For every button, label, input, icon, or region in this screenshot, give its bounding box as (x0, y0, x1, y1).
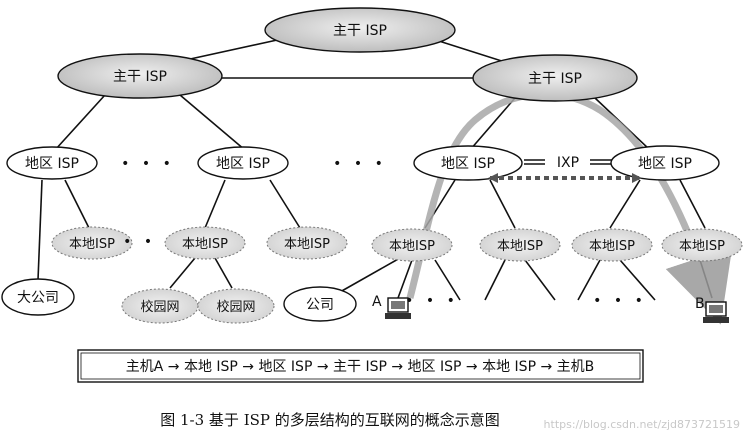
ellipsis-regional-left: • • • (121, 156, 175, 172)
route-path-arrow (406, 90, 733, 325)
ellipsis-hosts-2: • • • (593, 293, 647, 309)
link-region3-local5 (489, 179, 516, 229)
local-isp-3-label: 本地ISP (284, 237, 330, 252)
backbone-isp-right (472, 54, 638, 102)
link-local5-b (524, 259, 556, 301)
regional-isp-1 (6, 146, 98, 180)
local-isp-6: 本地ISP (571, 228, 653, 262)
local-isp-7: 本地ISP (661, 228, 743, 262)
figure-caption: 图 1-3 基于 ISP 的多层结构的互联网的概念示意图 (160, 411, 500, 429)
big-company-node (1, 278, 75, 316)
route-summary-text: 主机A → 本地 ISP → 地区 ISP → 主干 ISP → 地区 ISP … (126, 359, 595, 375)
campus-network-1: 校园网 (121, 288, 199, 324)
local-isp-7-label: 本地ISP (679, 239, 725, 254)
ixp-label: IXP (557, 155, 579, 171)
host-b-computer-icon (703, 301, 729, 323)
watermark: https://blog.csdn.net/zjd873721519 (544, 418, 740, 431)
backbone-isp-left (57, 53, 223, 99)
host-b-label: B (695, 296, 705, 312)
link-region1-local1 (64, 179, 91, 231)
link-bl-region1 (54, 94, 106, 151)
backbone-left-label: 主干 ISP (113, 69, 167, 85)
link-local2-campus1 (169, 257, 196, 289)
host-a-label: A (372, 294, 382, 310)
campus-2-label: 校园网 (216, 299, 255, 315)
local-isp-5-label: 本地ISP (497, 239, 543, 254)
link-br-region3 (469, 97, 516, 151)
link-region1-bigcompany (37, 179, 43, 281)
local-isp-2: 本地ISP (164, 226, 246, 260)
regional-isp-4 (610, 145, 720, 181)
link-region4-local7 (679, 179, 706, 229)
link-local2-campus2 (214, 257, 233, 289)
host-a-computer-icon (385, 297, 411, 319)
route-summary-box-inner (80, 352, 641, 380)
backbone-isp-top (264, 7, 456, 53)
link-local6-b (619, 259, 656, 301)
local-isp-4: 本地ISP (371, 228, 453, 262)
ixp-arrow-head-left (488, 173, 498, 183)
link-local6-a (577, 259, 601, 301)
regional-isp-1-label: 地区 ISP (25, 156, 79, 172)
link-local5-a (484, 259, 506, 301)
regional-isp-2 (197, 146, 289, 180)
link-local4-more (434, 259, 461, 301)
link-region2-local3 (269, 179, 301, 229)
local-isp-2-label: 本地ISP (182, 237, 228, 252)
local-isp-1: 本地ISP (51, 226, 133, 260)
regional-isp-2-label: 地区 ISP (216, 156, 270, 172)
regional-isp-3-label: 地区 ISP (441, 156, 495, 172)
link-bl-region2 (179, 94, 246, 151)
backbone-top-label: 主干 ISP (333, 23, 387, 39)
company-node (283, 286, 357, 322)
local-isp-6-label: 本地ISP (589, 239, 635, 254)
backbone-layer: 主干 ISP 主干 ISP 主干 ISP (57, 7, 638, 102)
campus-network-2: 校园网 (197, 288, 275, 324)
ellipsis-hosts-1: • • • (405, 293, 459, 309)
link-region2-local2 (204, 179, 226, 229)
edge-layer: 大公司 校园网 校园网 公司 A • • • • • • B (1, 278, 729, 324)
local-isp-4-label: 本地ISP (389, 239, 435, 254)
local-isp-3: 本地ISP (266, 226, 348, 260)
link-local4-hosta (397, 259, 413, 299)
local-isp-1-label: 本地ISP (69, 237, 115, 252)
ellipsis-regional-middle: • • • (333, 156, 387, 172)
local-layer: 本地ISP • • • 本地ISP 本地ISP 本地ISP 本地ISP 本地IS… (51, 226, 743, 262)
backbone-right-label: 主干 ISP (528, 71, 582, 87)
company-label: 公司 (306, 297, 334, 313)
ellipsis-local-left: • • • (123, 234, 177, 250)
link-local4-company (339, 257, 401, 293)
regional-layer: 地区 ISP • • • 地区 ISP • • • 地区 ISP IXP 地区 … (6, 145, 720, 183)
local-isp-5: 本地ISP (479, 228, 561, 262)
route-summary-box (77, 349, 644, 383)
link-region4-local6 (609, 179, 641, 229)
campus-1-label: 校园网 (140, 299, 179, 315)
regional-isp-3 (413, 145, 523, 181)
ixp-arrow-head-right (632, 173, 642, 183)
big-company-label: 大公司 (17, 290, 59, 306)
regional-isp-4-label: 地区 ISP (638, 156, 692, 172)
